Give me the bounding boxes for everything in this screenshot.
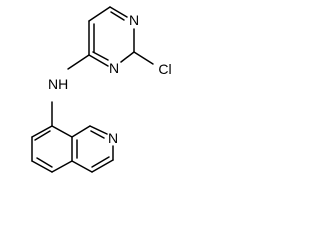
bond-c8a-c7-double <box>34 130 51 141</box>
bond-c3-c4-double <box>91 156 110 168</box>
bond-c6-c5-double <box>36 157 53 168</box>
bond-c8-c8a <box>51 125 73 138</box>
pyrimidine-ring <box>88 6 135 67</box>
atom-nh: NH <box>48 76 68 92</box>
bond-c3-c4 <box>91 159 114 173</box>
bond-c2-cl <box>133 51 154 65</box>
bond-c1-n2 <box>89 125 108 135</box>
bond-c6-c5 <box>31 160 53 173</box>
bond-n-lower-c4-double <box>92 51 109 61</box>
bond-c8a-c1 <box>71 125 91 138</box>
bond-c1-n2-double <box>90 130 105 139</box>
atom-cl: Cl <box>158 61 171 77</box>
bond-c2-n-lower <box>120 51 135 63</box>
atom-n-pyrimidine-upper: N <box>129 12 139 28</box>
bond-c5-n-upper-double <box>110 11 125 21</box>
bond-c5-c4a <box>51 160 73 173</box>
bond-n-lower-c4 <box>88 54 109 67</box>
bond-c6-c5 <box>88 6 111 22</box>
isoquinoline-ring <box>31 125 114 173</box>
atom-n-pyrimidine-lower: N <box>109 60 119 76</box>
bond-c5-n-upper <box>109 6 128 18</box>
chemical-structure-diagram: N N Cl NH N <box>31 6 172 173</box>
bond-c8a-c7 <box>31 125 53 138</box>
bond-c4-c4a <box>71 160 93 173</box>
bond-c4-nh <box>67 54 90 70</box>
atom-n-isoquinoline: N <box>108 130 118 146</box>
